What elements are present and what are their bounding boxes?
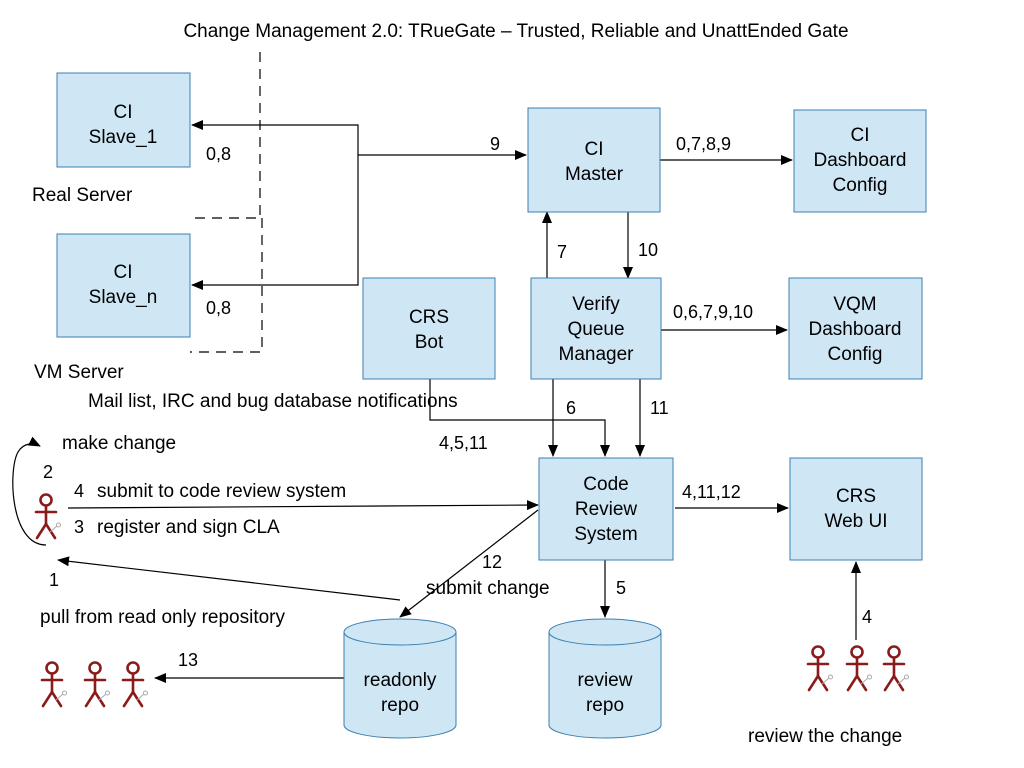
node-label: System: [574, 524, 637, 545]
node-ci-dashboard-config: CI Dashboard Config: [793, 109, 927, 213]
edge-readonly-dev: [57, 556, 401, 601]
readonly-repo-cylinder: readonly repo: [343, 618, 457, 739]
annotation-register-cla: register and sign CLA: [97, 517, 280, 538]
edge-label: 11: [650, 398, 669, 418]
edge-label: 3: [74, 517, 84, 537]
node-label: CRS: [836, 486, 876, 507]
edge-label: 9: [490, 134, 500, 154]
annotation-make-change: make change: [62, 433, 176, 454]
edge-label: 2: [43, 462, 53, 482]
node-label: Master: [565, 164, 624, 185]
annotation-notifications: Mail list, IRC and bug database notifica…: [88, 391, 458, 412]
node-label: CI: [585, 139, 604, 160]
edge-label: 0,8: [206, 144, 231, 164]
edge-label: 4: [74, 481, 84, 501]
edge-label: 4,5,11: [439, 433, 488, 453]
node-label: Code: [583, 474, 628, 495]
annotation-review-change: review the change: [748, 726, 902, 747]
edge-bot-review: [429, 379, 610, 457]
node-label: Slave_n: [89, 287, 158, 308]
review-repo-cylinder: review repo: [548, 618, 662, 739]
node-ci-master: CI Master: [527, 107, 661, 213]
node-label: CI: [851, 125, 870, 146]
edge-dev-review: [67, 500, 539, 511]
node-label: CRS: [409, 307, 449, 328]
node-label: VQM: [833, 294, 876, 315]
node-vqm-dashboard-config: VQM Dashboard Config: [788, 277, 923, 380]
node-code-review-system: Code Review System: [538, 457, 674, 561]
edge-label: 0,7,8,9: [676, 134, 731, 154]
node-label: Slave_1: [89, 127, 158, 148]
edge-review-readonly: [399, 509, 539, 618]
node-label: Bot: [415, 332, 444, 353]
node-label: Dashboard: [814, 150, 907, 171]
edge-label: 0,6,7,9,10: [673, 302, 753, 322]
edge-label: 10: [638, 240, 658, 260]
edge-label: 12: [482, 552, 502, 572]
reviewer-actor-icon: [806, 645, 910, 692]
node-label: review: [578, 670, 633, 691]
developer-actor-icon: [34, 493, 62, 540]
node-crs-bot: CRS Bot: [362, 277, 496, 380]
edge-label: 4,11,12: [682, 482, 741, 502]
edge-label: 1: [49, 570, 59, 590]
annotation-submit-to-crs: submit to code review system: [97, 481, 346, 502]
edge-make-change-loop: [12, 436, 47, 546]
community-actor-icon: [40, 661, 149, 708]
diagram-title: Change Management 2.0: TRueGate – Truste…: [183, 21, 848, 42]
edge-to-slave-n: [191, 155, 359, 290]
edge-label: 13: [178, 650, 198, 670]
node-label: CI: [114, 262, 133, 283]
annotation-submit-change: submit change: [426, 578, 550, 599]
node-label: Queue: [567, 319, 624, 340]
edge-label: 0,8: [206, 298, 231, 318]
node-label: Verify: [572, 294, 620, 315]
node-label: Dashboard: [809, 319, 902, 340]
edge-to-slave-1: [191, 120, 359, 155]
node-verify-queue-manager: Verify Queue Manager: [530, 277, 662, 380]
node-ci-slave-1: CI Slave_1: [56, 72, 191, 168]
node-label: CI: [114, 102, 133, 123]
node-label: Config: [828, 344, 883, 365]
annotation-pull-readonly: pull from read only repository: [40, 607, 285, 628]
region-vm-server: VM Server: [34, 362, 124, 383]
node-label: readonly: [364, 670, 437, 691]
node-label: Config: [833, 175, 888, 196]
edge-label: 5: [616, 578, 626, 598]
edge-label: 4: [862, 607, 872, 627]
edge-label: 7: [557, 242, 567, 262]
edge-label: 6: [566, 398, 576, 418]
connections: [12, 120, 861, 683]
server-boundaries: [190, 52, 263, 353]
node-label: Review: [575, 499, 638, 520]
node-label: repo: [586, 695, 624, 716]
region-real-server: Real Server: [32, 185, 133, 206]
node-label: Web UI: [824, 511, 887, 532]
node-label: Manager: [559, 344, 635, 365]
node-label: repo: [381, 695, 419, 716]
node-ci-slave-n: CI Slave_n: [56, 233, 191, 338]
node-crs-web-ui: CRS Web UI: [789, 457, 923, 561]
